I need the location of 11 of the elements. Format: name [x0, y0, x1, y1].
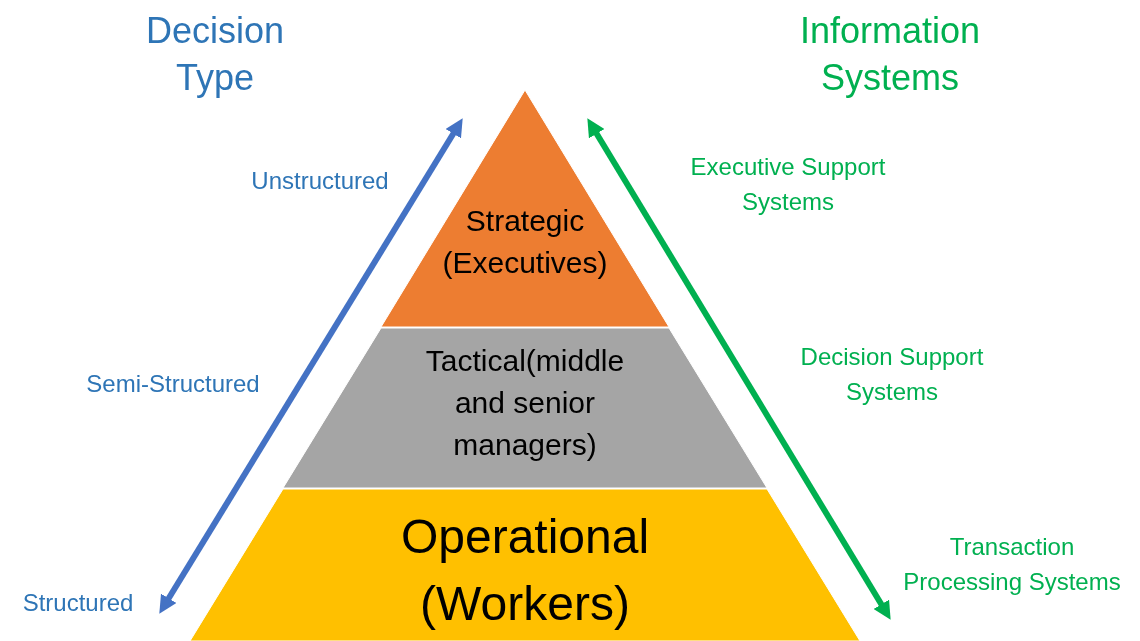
system-label: Decision Support Systems: [799, 342, 985, 407]
layer-label: Strategic (Executives): [441, 203, 609, 281]
layer-label: Tactical(middle and senior managers): [424, 343, 626, 463]
decision-label: Unstructured: [250, 166, 390, 196]
layer-label: Operational (Workers): [399, 509, 651, 633]
system-label: Executive Support Systems: [689, 152, 887, 217]
column-heading: Information Systems: [798, 9, 982, 100]
decision-label: Semi-Structured: [85, 369, 261, 399]
decision-label: Structured: [21, 588, 135, 618]
system-label: Transaction Processing Systems: [902, 532, 1122, 597]
column-heading: Decision Type: [144, 9, 286, 100]
